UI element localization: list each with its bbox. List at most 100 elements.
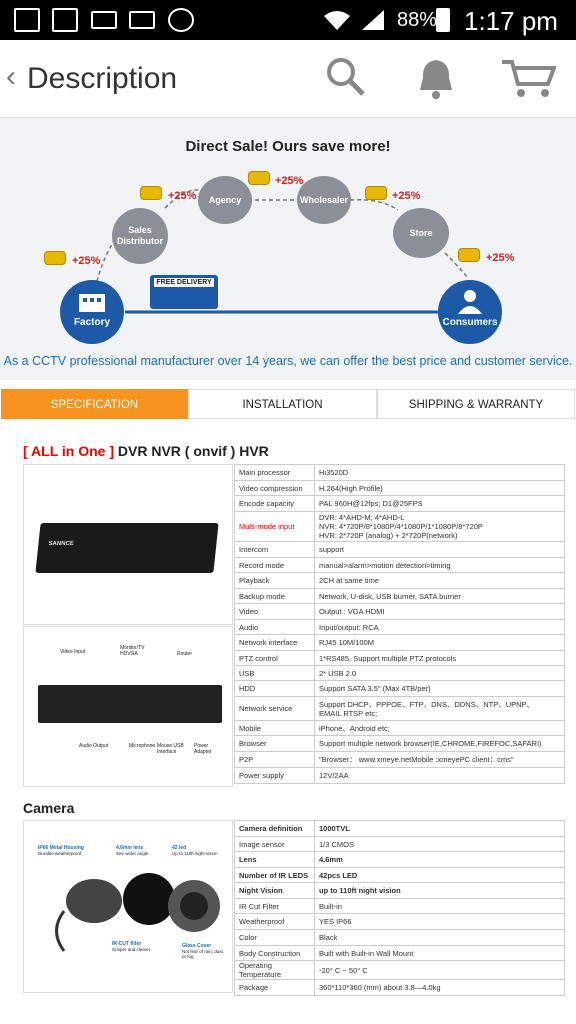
tab-shipping-warranty[interactable]: SHIPPING & WARRANTY: [377, 389, 575, 419]
markup-5: +25%: [486, 252, 515, 264]
spec-value: Black: [314, 929, 565, 946]
wifi-icon: [324, 11, 350, 30]
spec-key: Power supply: [234, 767, 315, 784]
tab-specification[interactable]: SPECIFICATION: [1, 389, 188, 419]
camera-illustration: [55, 873, 220, 952]
spec-row: Operating Temperature-20° C ~ 50° C: [234, 960, 565, 980]
spec-key: Multi-mode input: [234, 511, 315, 542]
spec-key: Camera definition: [234, 820, 315, 837]
factory-node: Factory: [60, 280, 124, 344]
spec-value: support: [314, 541, 565, 558]
spec-value: Output : VGA HDMI: [314, 603, 565, 620]
status-bar: 88% 1:17 pm: [0, 0, 576, 40]
tab-installation[interactable]: INSTALLATION: [188, 389, 377, 419]
coin-icon: [365, 186, 387, 200]
building-icon: [79, 294, 105, 312]
spec-value: 1*RS485, Support multiple PTZ protocols: [314, 650, 565, 666]
spec-value: YES IP66: [314, 913, 565, 930]
spec-key: Color: [234, 929, 315, 946]
spec-key: Video: [234, 603, 315, 620]
signal-icon: [362, 10, 384, 30]
cart-icon[interactable]: [500, 56, 556, 100]
spec-key: Night Vision: [234, 882, 315, 899]
port-label: Microphone: [129, 743, 156, 749]
clock: 1:17 pm: [464, 6, 558, 36]
spec-key: Network service: [234, 696, 315, 721]
spec-value: Input/output: RCA: [314, 619, 565, 635]
spec-key: Image sensor: [234, 836, 315, 852]
factory-label: Factory: [73, 317, 111, 328]
callout: 4.6mm lens: [116, 845, 144, 851]
gallery-icon: [52, 8, 78, 32]
dvr-ports-image: Video Input Monitor/TV HDVGA Router Audi…: [23, 626, 233, 787]
spec-value: RJ45 10M/100M: [314, 634, 565, 651]
spec-key: IR Cut Filter: [234, 898, 315, 914]
spec-key: Record mode: [234, 557, 315, 573]
person-icon: [458, 290, 482, 314]
dvr-heading: [ ALL in One ] DVR NVR ( onvif ) HVR: [23, 443, 269, 459]
consumers-node: Consumers: [438, 280, 502, 344]
callout: Durable weatherproof: [38, 851, 82, 856]
spec-value: Built with Built-in Wall Mount: [314, 945, 565, 961]
spec-value: Network, U-disk, USB burner, SATA burner: [314, 588, 565, 604]
node-wholesaler: Wholesaler: [297, 176, 351, 224]
spec-key: Video compression: [234, 480, 315, 496]
callout: IR-CUT filter: [112, 941, 142, 947]
back-button[interactable]: ‹: [6, 60, 16, 93]
dvr-device: SANNCE: [35, 523, 219, 573]
spec-key: Package: [234, 979, 315, 996]
spec-key: Intercom: [234, 541, 315, 558]
callout: IP66 Metal Housing: [38, 845, 84, 851]
spec-value: 1/3 CMOS: [314, 836, 565, 852]
tab-bar: SPECIFICATION INSTALLATION SHIPPING & WA…: [0, 389, 576, 419]
promo-caption: As a CCTV professional manufacturer over…: [3, 354, 573, 368]
promo-banner: Direct Sale! Ours save more! Sales Distr…: [0, 118, 576, 380]
spec-key: Lens: [234, 851, 315, 868]
spec-value: 42pcs LED: [314, 867, 565, 883]
search-icon[interactable]: [325, 56, 367, 98]
callout: Not fear of rain, dust, or fog: [182, 949, 225, 959]
spec-value: 360*110*360 (mm) about 3.8—4.0kg: [314, 979, 565, 996]
spec-value: 2* USB 2.0: [314, 665, 565, 681]
callout: Up to 110ft night vision: [172, 851, 218, 856]
markup-3: +25%: [275, 175, 304, 187]
port-label: Power Adapter: [194, 743, 212, 755]
node-agency: Agency: [198, 176, 252, 224]
spec-key: Audio: [234, 619, 315, 635]
port-label: Video Input: [60, 649, 86, 655]
camera-heading: Camera: [23, 800, 75, 816]
mail-icon-2: [129, 11, 155, 29]
image-icon: [14, 8, 40, 32]
spec-key: PTZ control: [234, 650, 315, 666]
spec-value: Support SATA 3.5" (Max 4TB/per): [314, 680, 565, 697]
coin-icon: [140, 186, 162, 200]
spec-key: Main processor: [234, 464, 315, 481]
dvr-heading-tag: [ ALL in One ]: [23, 443, 114, 459]
spec-key: Operating Temperature: [234, 960, 315, 980]
delivery-truck-icon: FREE DELIVERY: [150, 275, 218, 309]
spec-row: P2P"Browser： www.xmeye.netMobile :xmeyeP…: [234, 751, 565, 768]
callout: Glass Cover: [182, 943, 212, 949]
dvr-brand: SANNCE: [48, 541, 75, 547]
battery-icon: [436, 8, 450, 32]
spec-key: USB: [234, 665, 315, 681]
bell-icon[interactable]: [416, 56, 456, 100]
